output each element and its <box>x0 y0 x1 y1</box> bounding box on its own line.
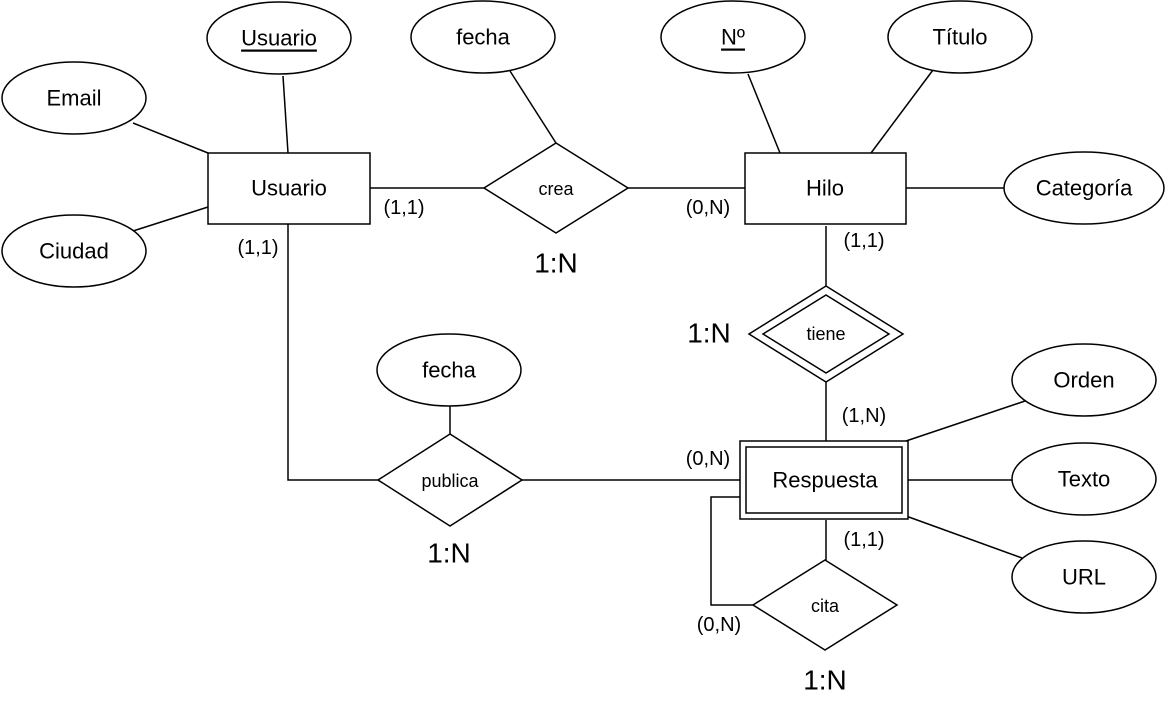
rel-tiene-label: tiene <box>806 324 845 344</box>
attr-texto-label: Texto <box>1058 467 1111 492</box>
rel-publica-label: publica <box>421 471 479 491</box>
ratio-crea: 1:N <box>534 248 578 279</box>
line-ciudad <box>132 206 209 232</box>
ratio-tiene: 1:N <box>687 318 731 349</box>
line-usuario-key <box>282 75 289 154</box>
attr-ciudad: Ciudad <box>1 214 147 288</box>
attr-usuario-key-label: Usuario <box>241 26 317 51</box>
attr-url: URL <box>1011 540 1157 614</box>
card-hilo-crea: (0,N) <box>686 197 730 219</box>
card-hilo-tiene: (1,1) <box>843 230 884 252</box>
attr-texto: Texto <box>1011 442 1157 516</box>
attr-email: Email <box>1 61 147 135</box>
rel-cita: cita <box>751 559 899 651</box>
rel-crea: crea <box>482 142 630 234</box>
entity-hilo: Hilo <box>744 152 907 225</box>
entity-hilo-label: Hilo <box>806 176 844 201</box>
card-usuario-publica: (1,1) <box>237 237 278 259</box>
card-respuesta-publica: (0,N) <box>686 448 730 470</box>
attr-usuario-key: Usuario <box>206 1 352 75</box>
line-usuario-publica <box>287 222 378 481</box>
attr-crea-fecha: fecha <box>410 0 556 74</box>
line-titulo <box>870 69 934 154</box>
line-crea-fecha <box>509 70 557 144</box>
attr-url-label: URL <box>1062 565 1106 590</box>
line-cita-loop <box>710 496 753 606</box>
entity-usuario-label: Usuario <box>251 176 327 201</box>
card-respuesta-cita-loop: (0,N) <box>697 614 741 636</box>
attr-publica-fecha-label: fecha <box>422 358 477 383</box>
rel-crea-label: crea <box>538 179 574 199</box>
attr-categoria-label: Categoría <box>1036 176 1133 201</box>
line-hilo-num <box>747 73 781 154</box>
rel-tiene-identifying: tiene <box>747 285 905 383</box>
connectors <box>132 69 1026 606</box>
attr-crea-fecha-label: fecha <box>456 25 511 50</box>
entity-usuario: Usuario <box>207 152 371 225</box>
card-respuesta-cita-bottom: (1,1) <box>843 529 884 551</box>
card-usuario-crea: (1,1) <box>383 197 424 219</box>
attr-ciudad-label: Ciudad <box>39 239 109 264</box>
entity-respuesta-weak: Respuesta <box>739 440 909 520</box>
attr-categoria: Categoría <box>1003 151 1165 225</box>
attr-hilo-num-label: Nº <box>721 25 745 50</box>
ratio-publica: 1:N <box>427 538 471 569</box>
line-email <box>132 122 209 154</box>
attr-email-label: Email <box>46 86 101 111</box>
ratio-cita: 1:N <box>803 665 847 696</box>
entity-respuesta-label: Respuesta <box>772 468 878 493</box>
card-respuesta-tiene: (1,N) <box>842 405 886 427</box>
rel-publica: publica <box>376 433 524 527</box>
attr-orden: Orden <box>1011 343 1157 417</box>
attr-orden-label: Orden <box>1053 368 1114 393</box>
rel-cita-label: cita <box>811 596 840 616</box>
line-url <box>905 515 1023 559</box>
attr-titulo-label: Título <box>932 25 987 50</box>
line-orden <box>905 400 1026 442</box>
attr-titulo: Título <box>887 0 1033 74</box>
attr-publica-fecha: fecha <box>376 333 522 407</box>
attr-hilo-num: Nº <box>660 0 806 74</box>
